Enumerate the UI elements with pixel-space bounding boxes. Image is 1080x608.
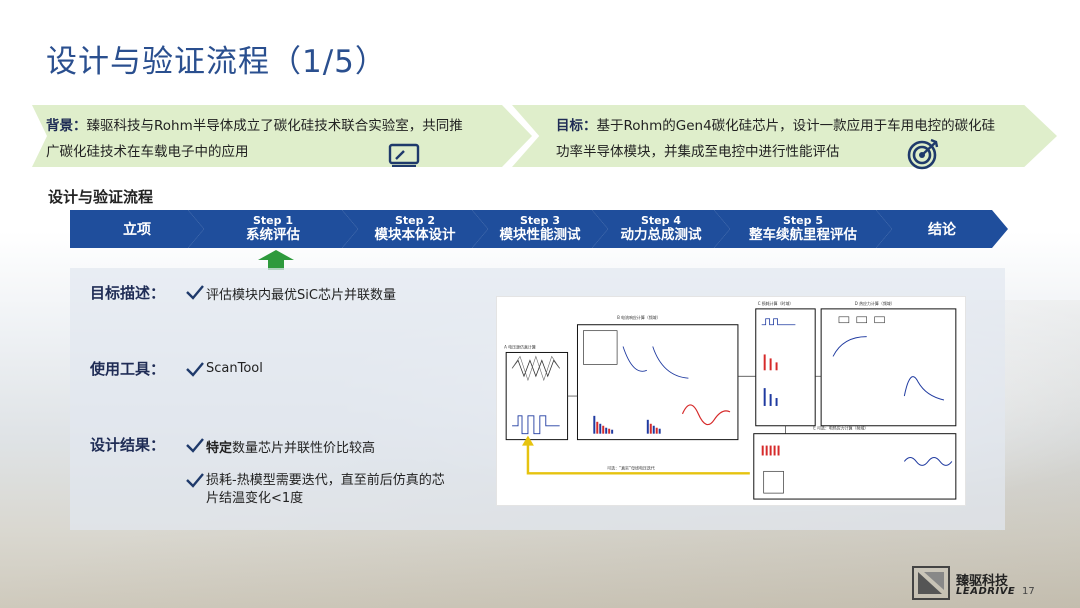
step-label: 系统评估 — [246, 227, 300, 243]
target-icon — [907, 138, 939, 170]
goal-label: 目标： — [556, 118, 597, 134]
section-heading: 设计与验证流程 — [48, 188, 154, 206]
step-label: 动力总成测试 — [620, 227, 702, 243]
goal-text: 基于Rohm的Gen4碳化硅芯片，设计一款应用于车用电控的碳化硅功率半导体模块，… — [556, 118, 996, 160]
step-label: 模块本体设计 — [374, 227, 456, 243]
step-conclusion[interactable]: 结论 — [876, 210, 1008, 248]
check-icon — [186, 473, 204, 488]
simulation-flow-figure: A 电压源仿真计算 B 电流响应计算（频域） C 损耗计算（时域） D 热应力计… — [496, 296, 966, 506]
step-2-module-design[interactable]: Step 2 模块本体设计 — [342, 210, 488, 248]
presentation-board-icon — [388, 143, 420, 167]
step-number: Step 1 — [253, 214, 293, 227]
design-result-item-1: 特定数量芯片并联性价比较高 — [184, 437, 375, 456]
goal-banner: 目标：基于Rohm的Gen4碳化硅芯片，设计一款应用于车用电控的碳化硅功率半导体… — [512, 105, 1057, 167]
check-icon — [186, 285, 204, 300]
design-result-emphasis: 特定 — [206, 441, 233, 456]
step-number: Step 5 — [783, 214, 823, 227]
step-5-range-evaluation[interactable]: Step 5 整车续航里程评估 — [714, 210, 892, 248]
svg-text:B 电流响应计算（频域）: B 电流响应计算（频域） — [617, 315, 661, 320]
step-label: 结论 — [928, 222, 956, 238]
check-icon — [186, 438, 204, 453]
design-result-text-1: 数量芯片并联性价比较高 — [232, 441, 376, 456]
tools-label: 使用工具： — [90, 360, 166, 378]
design-result-item-2: 损耗-热模型需要迭代，直至前后仿真的芯片结温变化<1度 — [184, 472, 454, 508]
step-number: Step 3 — [520, 214, 560, 227]
step-number: Step 4 — [641, 214, 681, 227]
tools-text: ScanTool — [206, 361, 263, 376]
svg-text:可选：“真实”母线电压迭代: 可选：“真实”母线电压迭代 — [607, 465, 655, 470]
company-name-en: LEADRIVE — [956, 586, 1016, 597]
step-3-module-testing[interactable]: Step 3 模块性能测试 — [472, 210, 608, 248]
page-title: 设计与验证流程（1/5） — [46, 44, 387, 80]
svg-text:C 损耗计算（时域）: C 损耗计算（时域） — [758, 301, 794, 306]
goal-description-item: 评估模块内最优SiC芯片并联数量 — [184, 284, 396, 303]
background-banner: 背景：臻驱科技与Rohm半导体成立了碳化硅技术联合实验室，共同推广碳化硅技术在车… — [32, 105, 532, 167]
leadrive-logo — [912, 566, 950, 600]
goal-description-text: 评估模块内最优SiC芯片并联数量 — [206, 288, 396, 303]
step-label: 立项 — [123, 222, 151, 238]
step-number: Step 2 — [395, 214, 435, 227]
svg-text:E 可选：电热应力计算（频域）: E 可选：电热应力计算（频域） — [813, 426, 868, 431]
design-result-label: 设计结果： — [90, 436, 166, 454]
step-1-system-evaluation[interactable]: Step 1 系统评估 — [188, 210, 358, 248]
company-name-cn: 臻驱科技 — [956, 574, 1009, 589]
background-label: 背景： — [46, 118, 87, 134]
background-text: 臻驱科技与Rohm半导体成立了碳化硅技术联合实验室，共同推广碳化硅技术在车载电子… — [46, 118, 463, 160]
step-4-powertrain-testing[interactable]: Step 4 动力总成测试 — [592, 210, 730, 248]
step-label: 模块性能测试 — [499, 227, 581, 243]
check-icon — [186, 362, 204, 377]
page-number: 17 — [1022, 586, 1035, 597]
step-initiation[interactable]: 立项 — [70, 210, 204, 248]
goal-description-label: 目标描述： — [90, 284, 166, 302]
svg-text:A 电压源仿真计算: A 电压源仿真计算 — [504, 345, 536, 350]
up-arrow-icon — [258, 250, 294, 270]
design-result-text-2: 损耗-热模型需要迭代，直至前后仿真的芯片结温变化<1度 — [206, 473, 445, 506]
tools-item: ScanTool — [184, 361, 263, 377]
step-label: 整车续航里程评估 — [749, 227, 857, 243]
svg-text:D 热应力计算（频域）: D 热应力计算（频域） — [855, 301, 895, 306]
process-flow: 立项 Step 1 系统评估 Step 2 模块本体设计 Step 3 模块性能… — [70, 210, 1010, 248]
